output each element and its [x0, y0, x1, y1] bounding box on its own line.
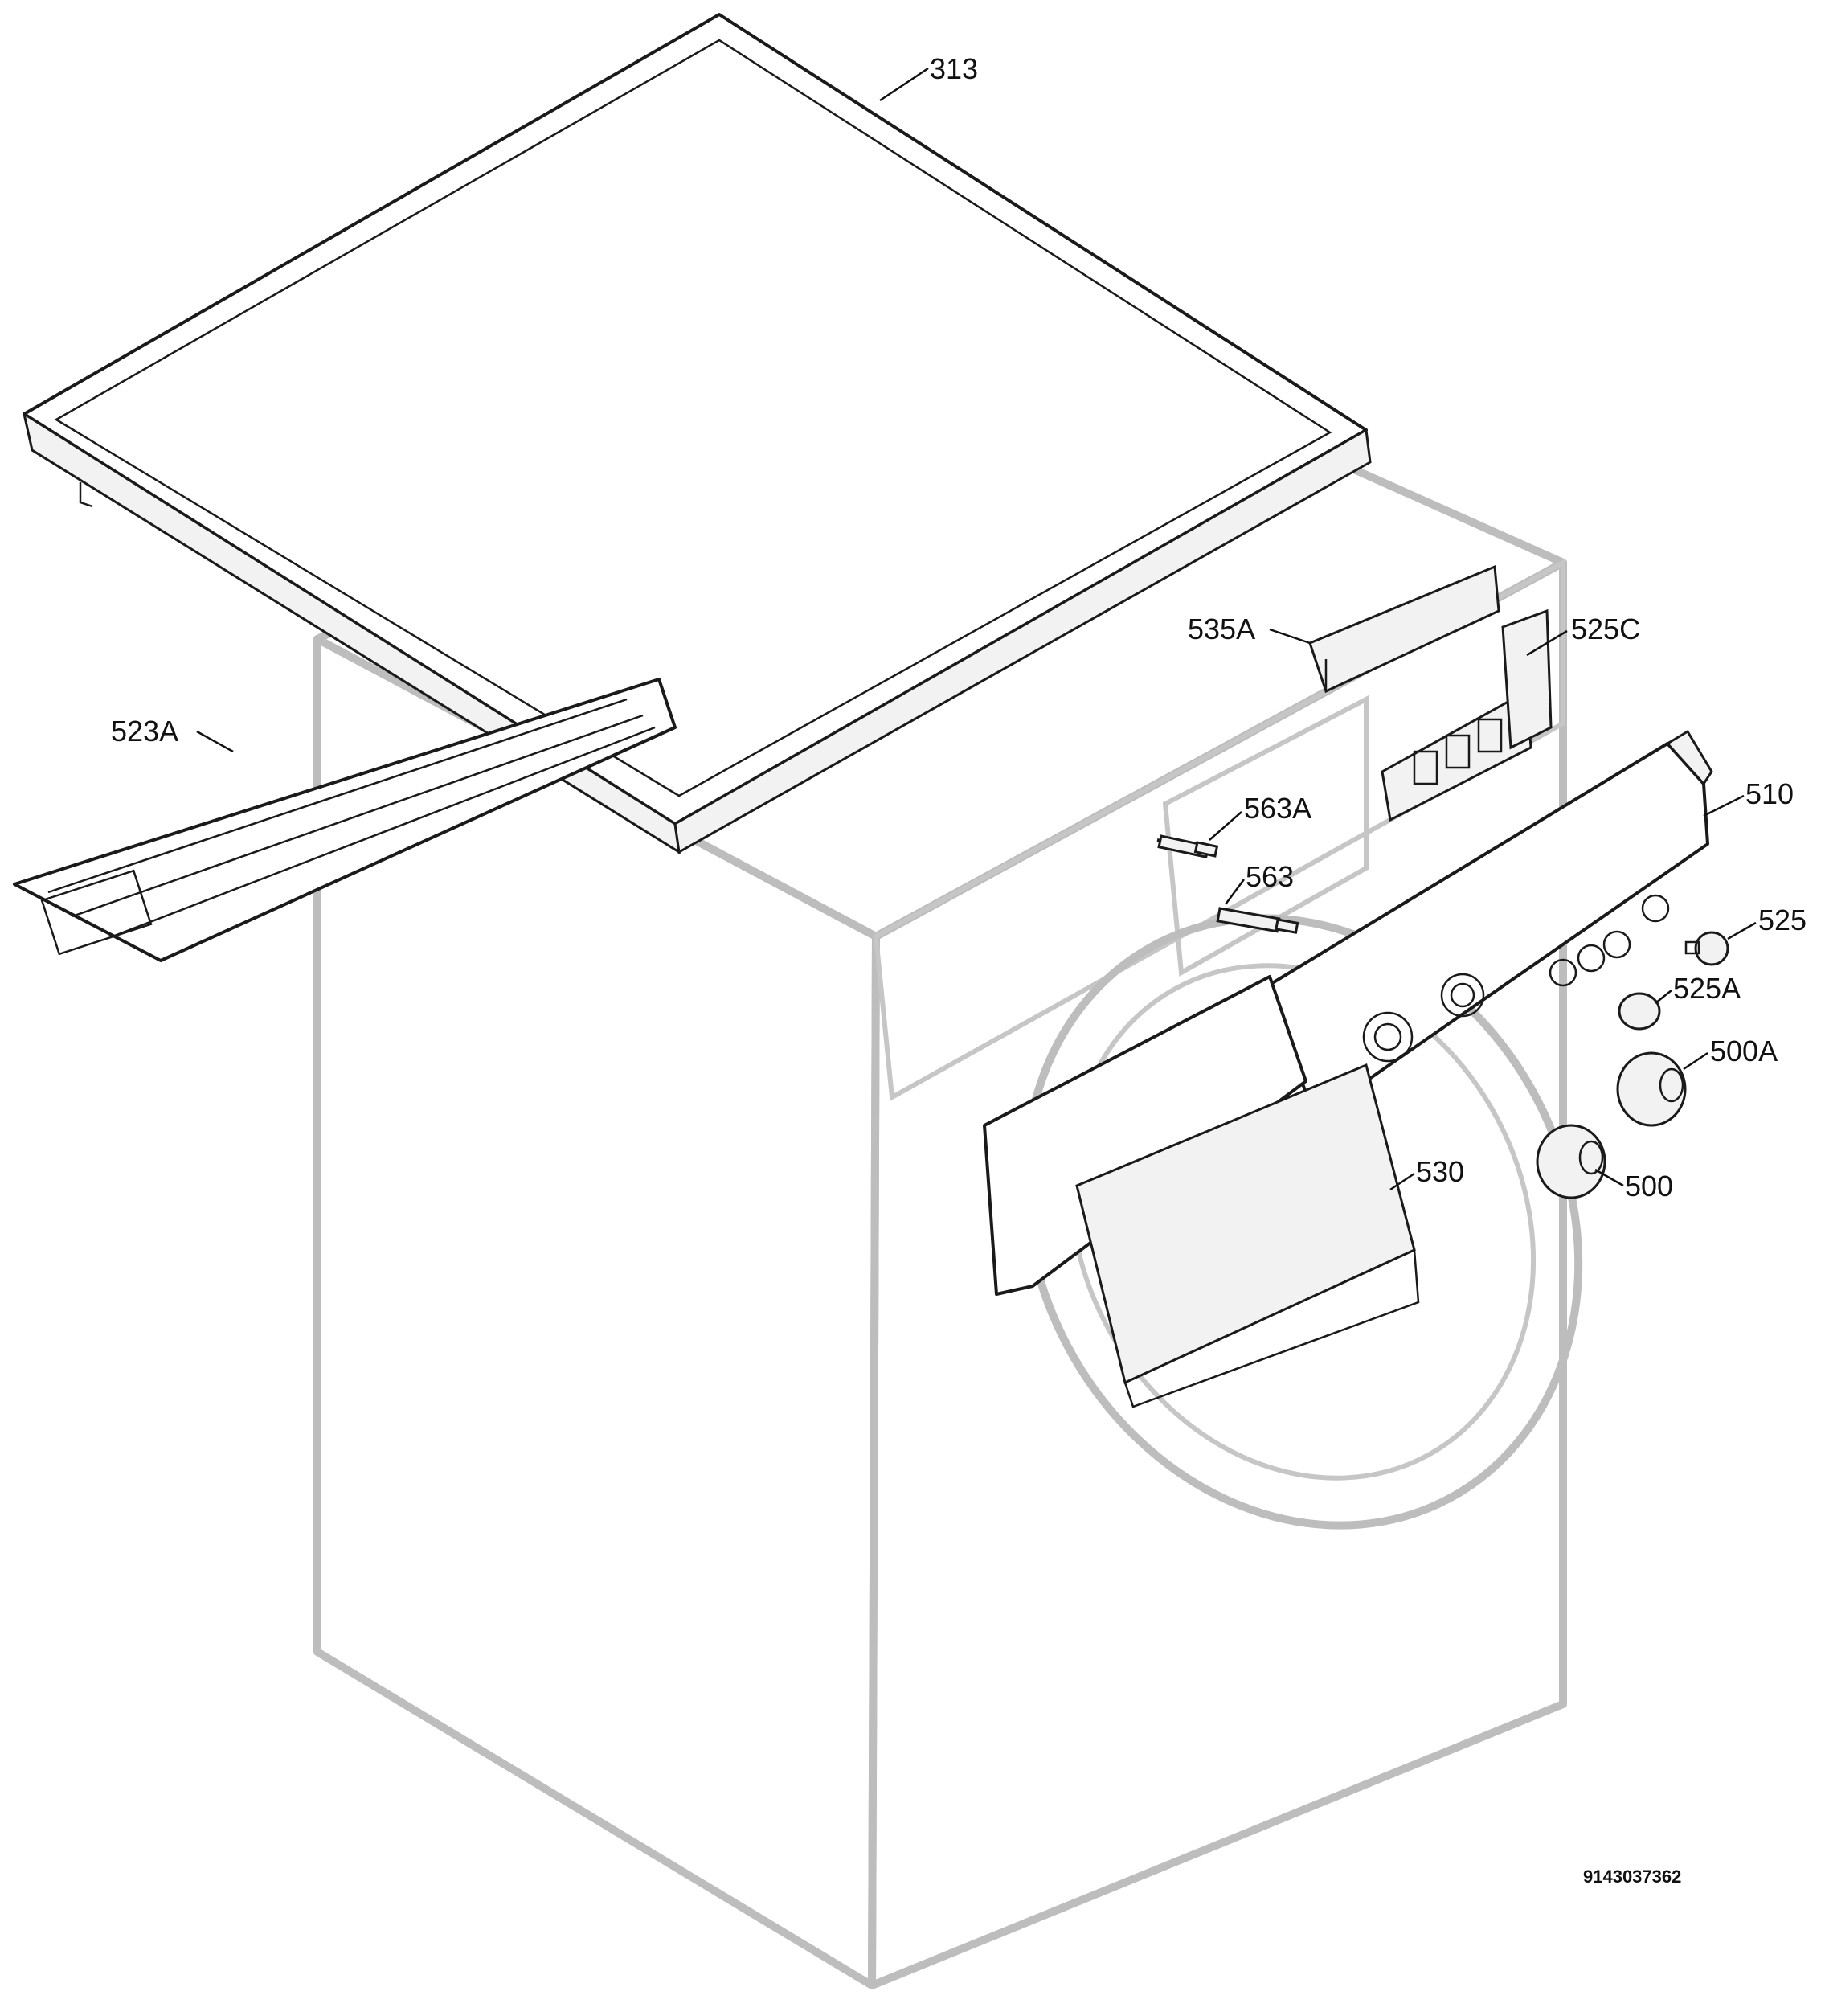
callout-500: 500: [1625, 1170, 1673, 1203]
callout-510: 510: [1745, 777, 1794, 810]
worktop-lid-part: [22, 13, 1372, 854]
connector-pins-part: [1308, 564, 1500, 694]
callout-563A: 563A: [1244, 792, 1311, 825]
callout-525A: 525A: [1673, 972, 1741, 1005]
callout-523A: 523A: [111, 715, 178, 748]
leader-lines: [196, 67, 1757, 1191]
pcb-module-part: [1381, 608, 1553, 822]
knob-cap-small-parts: [1618, 931, 1729, 1031]
callout-525C: 525C: [1571, 613, 1640, 645]
detergent-drawer-part: [983, 975, 1420, 1408]
callout-labels: 313 523A 535A 525C 510 563A 563 525 525A…: [111, 52, 1807, 1203]
callout-525: 525: [1758, 904, 1807, 936]
selector-knobs-parts: [1536, 1051, 1687, 1199]
document-number: 9143037362: [1583, 1866, 1681, 1887]
callout-535A: 535A: [1188, 613, 1255, 645]
rail-support-part: [13, 678, 677, 962]
callout-530: 530: [1416, 1155, 1464, 1188]
callout-563: 563: [1246, 860, 1294, 893]
callout-500A: 500A: [1710, 1035, 1778, 1067]
push-rods-part: [1156, 834, 1299, 934]
callout-313: 313: [930, 52, 978, 85]
